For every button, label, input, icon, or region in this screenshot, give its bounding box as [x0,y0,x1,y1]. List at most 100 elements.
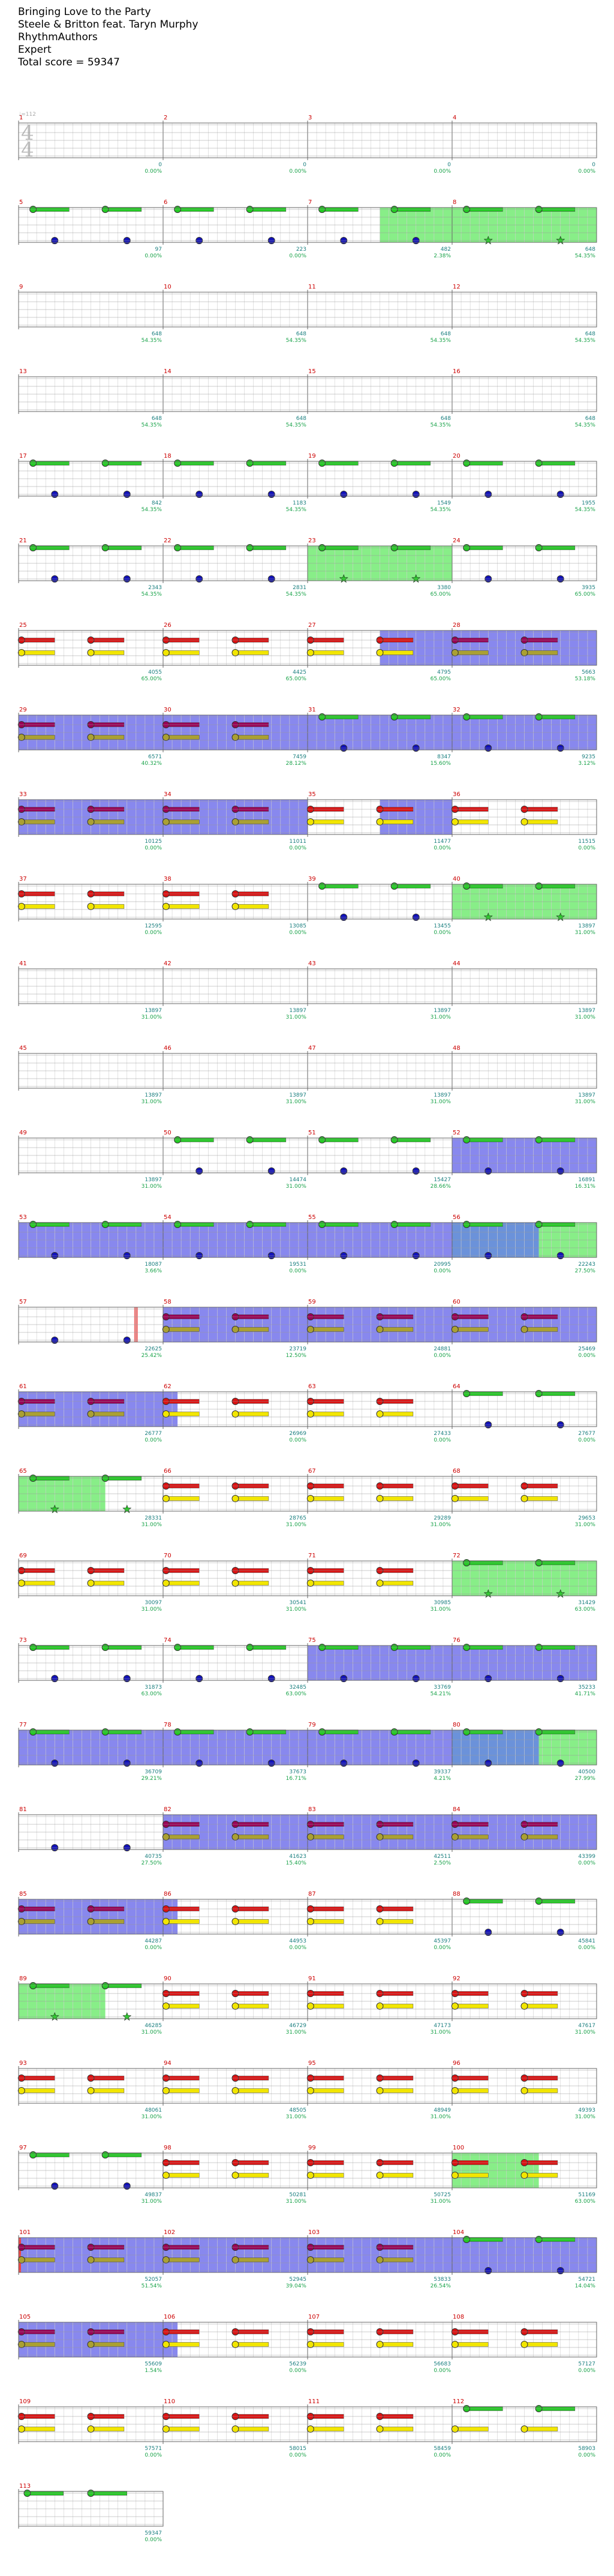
measure-number: 35 [308,791,316,798]
yellow-sustain [165,904,200,909]
measure-score: 13897 [145,1177,162,1183]
yellow-note [376,2087,384,2094]
measure-percent: 31.00% [142,1522,162,1528]
measure-number: 74 [164,1637,171,1644]
olive-sustain [91,735,125,740]
yellow-sustain [235,2427,269,2431]
measure-percent: 65.00% [431,592,452,598]
total-score: Total score = 59347 [18,56,120,68]
yellow-sustain [21,650,55,655]
yellow-sustain [524,2342,558,2347]
olive-sustain [380,2257,414,2262]
measure-number: 89 [19,1975,27,1982]
yellow-sustain [21,1581,55,1586]
olive-note [17,1918,25,1925]
measure-score: 46285 [145,2023,162,2029]
yellow-note [162,2425,170,2433]
yellow-sustain [310,2004,344,2008]
measure-percent: 0.00% [289,2368,306,2374]
measure-score: 39337 [434,1769,451,1775]
star-note [122,2012,132,2021]
measure-number: 54 [164,1214,171,1221]
measure-number: 18 [164,453,171,460]
measure-number: 86 [164,1891,171,1898]
measure-score: 0 [158,162,162,168]
measure-number: 19 [308,453,316,460]
yellow-note [162,2002,170,2010]
measure-percent: 3.12% [578,761,595,767]
yellow-note [306,2087,314,2094]
measure-number: 92 [453,1975,460,1982]
measure-score: 59347 [145,2530,162,2536]
yellow-sustain [310,819,344,824]
yellow-note [87,2425,95,2433]
yellow-sustain [165,2088,200,2093]
measure-number: 103 [308,2229,320,2236]
measure-number: 105 [19,2314,31,2320]
staff-border [18,2152,597,2188]
measure-score: 4055 [148,669,162,675]
olive-note [376,1833,384,1841]
olive-note [162,1833,170,1841]
measure-score: 13085 [289,923,306,929]
measure-number: 12 [453,284,460,290]
olive-sustain [380,1327,414,1332]
measure-score: 28765 [289,1515,306,1521]
yellow-note [162,2087,170,2094]
yellow-sustain [380,2004,414,2008]
measure-percent: 31.00% [575,2029,596,2035]
yellow-sustain [165,1496,200,1501]
measure-number: 95 [308,2060,316,2067]
measure-percent: 31.00% [286,1184,307,1190]
yellow-note [162,2172,170,2179]
staff-border [18,207,597,243]
yellow-note [451,818,459,825]
yellow-note [87,903,95,910]
measure-percent: 65.00% [575,592,596,598]
measure-percent: 39.04% [286,2283,307,2289]
measure-number: 33 [19,791,27,798]
measure-percent: 31.00% [286,1607,307,1613]
measure-percent: 54.35% [142,338,162,344]
yellow-note [451,2172,459,2179]
measure-score: 3380 [437,585,451,591]
measure-percent: 65.00% [286,676,307,682]
measure-number: 83 [308,1806,316,1813]
measure-score: 35233 [578,1685,595,1691]
yellow-sustain [380,1581,414,1586]
olive-sustain [524,1327,558,1332]
measure-number: 67 [308,1468,316,1475]
measure-number: 11 [308,284,316,290]
yellow-note [162,1410,170,1418]
yellow-sustain [165,1412,200,1416]
yellow-sustain [91,2427,125,2431]
measure-percent: 31.00% [142,1099,162,1105]
olive-note [306,1833,314,1841]
yellow-note [162,903,170,910]
measure-score: 7459 [293,754,306,760]
measure-number: 50 [164,1130,171,1136]
yellow-note [17,1580,25,1587]
olive-note [17,734,25,741]
yellow-sustain [235,2004,269,2008]
measure-percent: 0.00% [145,1437,162,1443]
olive-note [87,1918,95,1925]
measure-score: 40735 [145,1854,162,1860]
measure-score: 15427 [434,1177,451,1183]
yellow-note [376,2172,384,2179]
measure-percent: 0.00% [289,930,306,936]
measure-number: 59 [308,1299,316,1305]
measure-score: 13897 [289,1008,306,1014]
measure-score: 20995 [434,1262,451,1268]
measure-score: 51169 [578,2192,595,2198]
measure-score: 4795 [437,669,451,675]
measure-score: 42511 [434,1854,451,1860]
measure-score: 19531 [289,1262,306,1268]
yellow-note [306,1918,314,1925]
measure-score: 50725 [434,2192,451,2198]
olive-note [231,818,239,825]
measure-score: 52945 [289,2277,306,2283]
measure-score: 648 [152,331,162,337]
measure-percent: 31.00% [142,1607,162,1613]
measure-number: 79 [308,1722,316,1728]
